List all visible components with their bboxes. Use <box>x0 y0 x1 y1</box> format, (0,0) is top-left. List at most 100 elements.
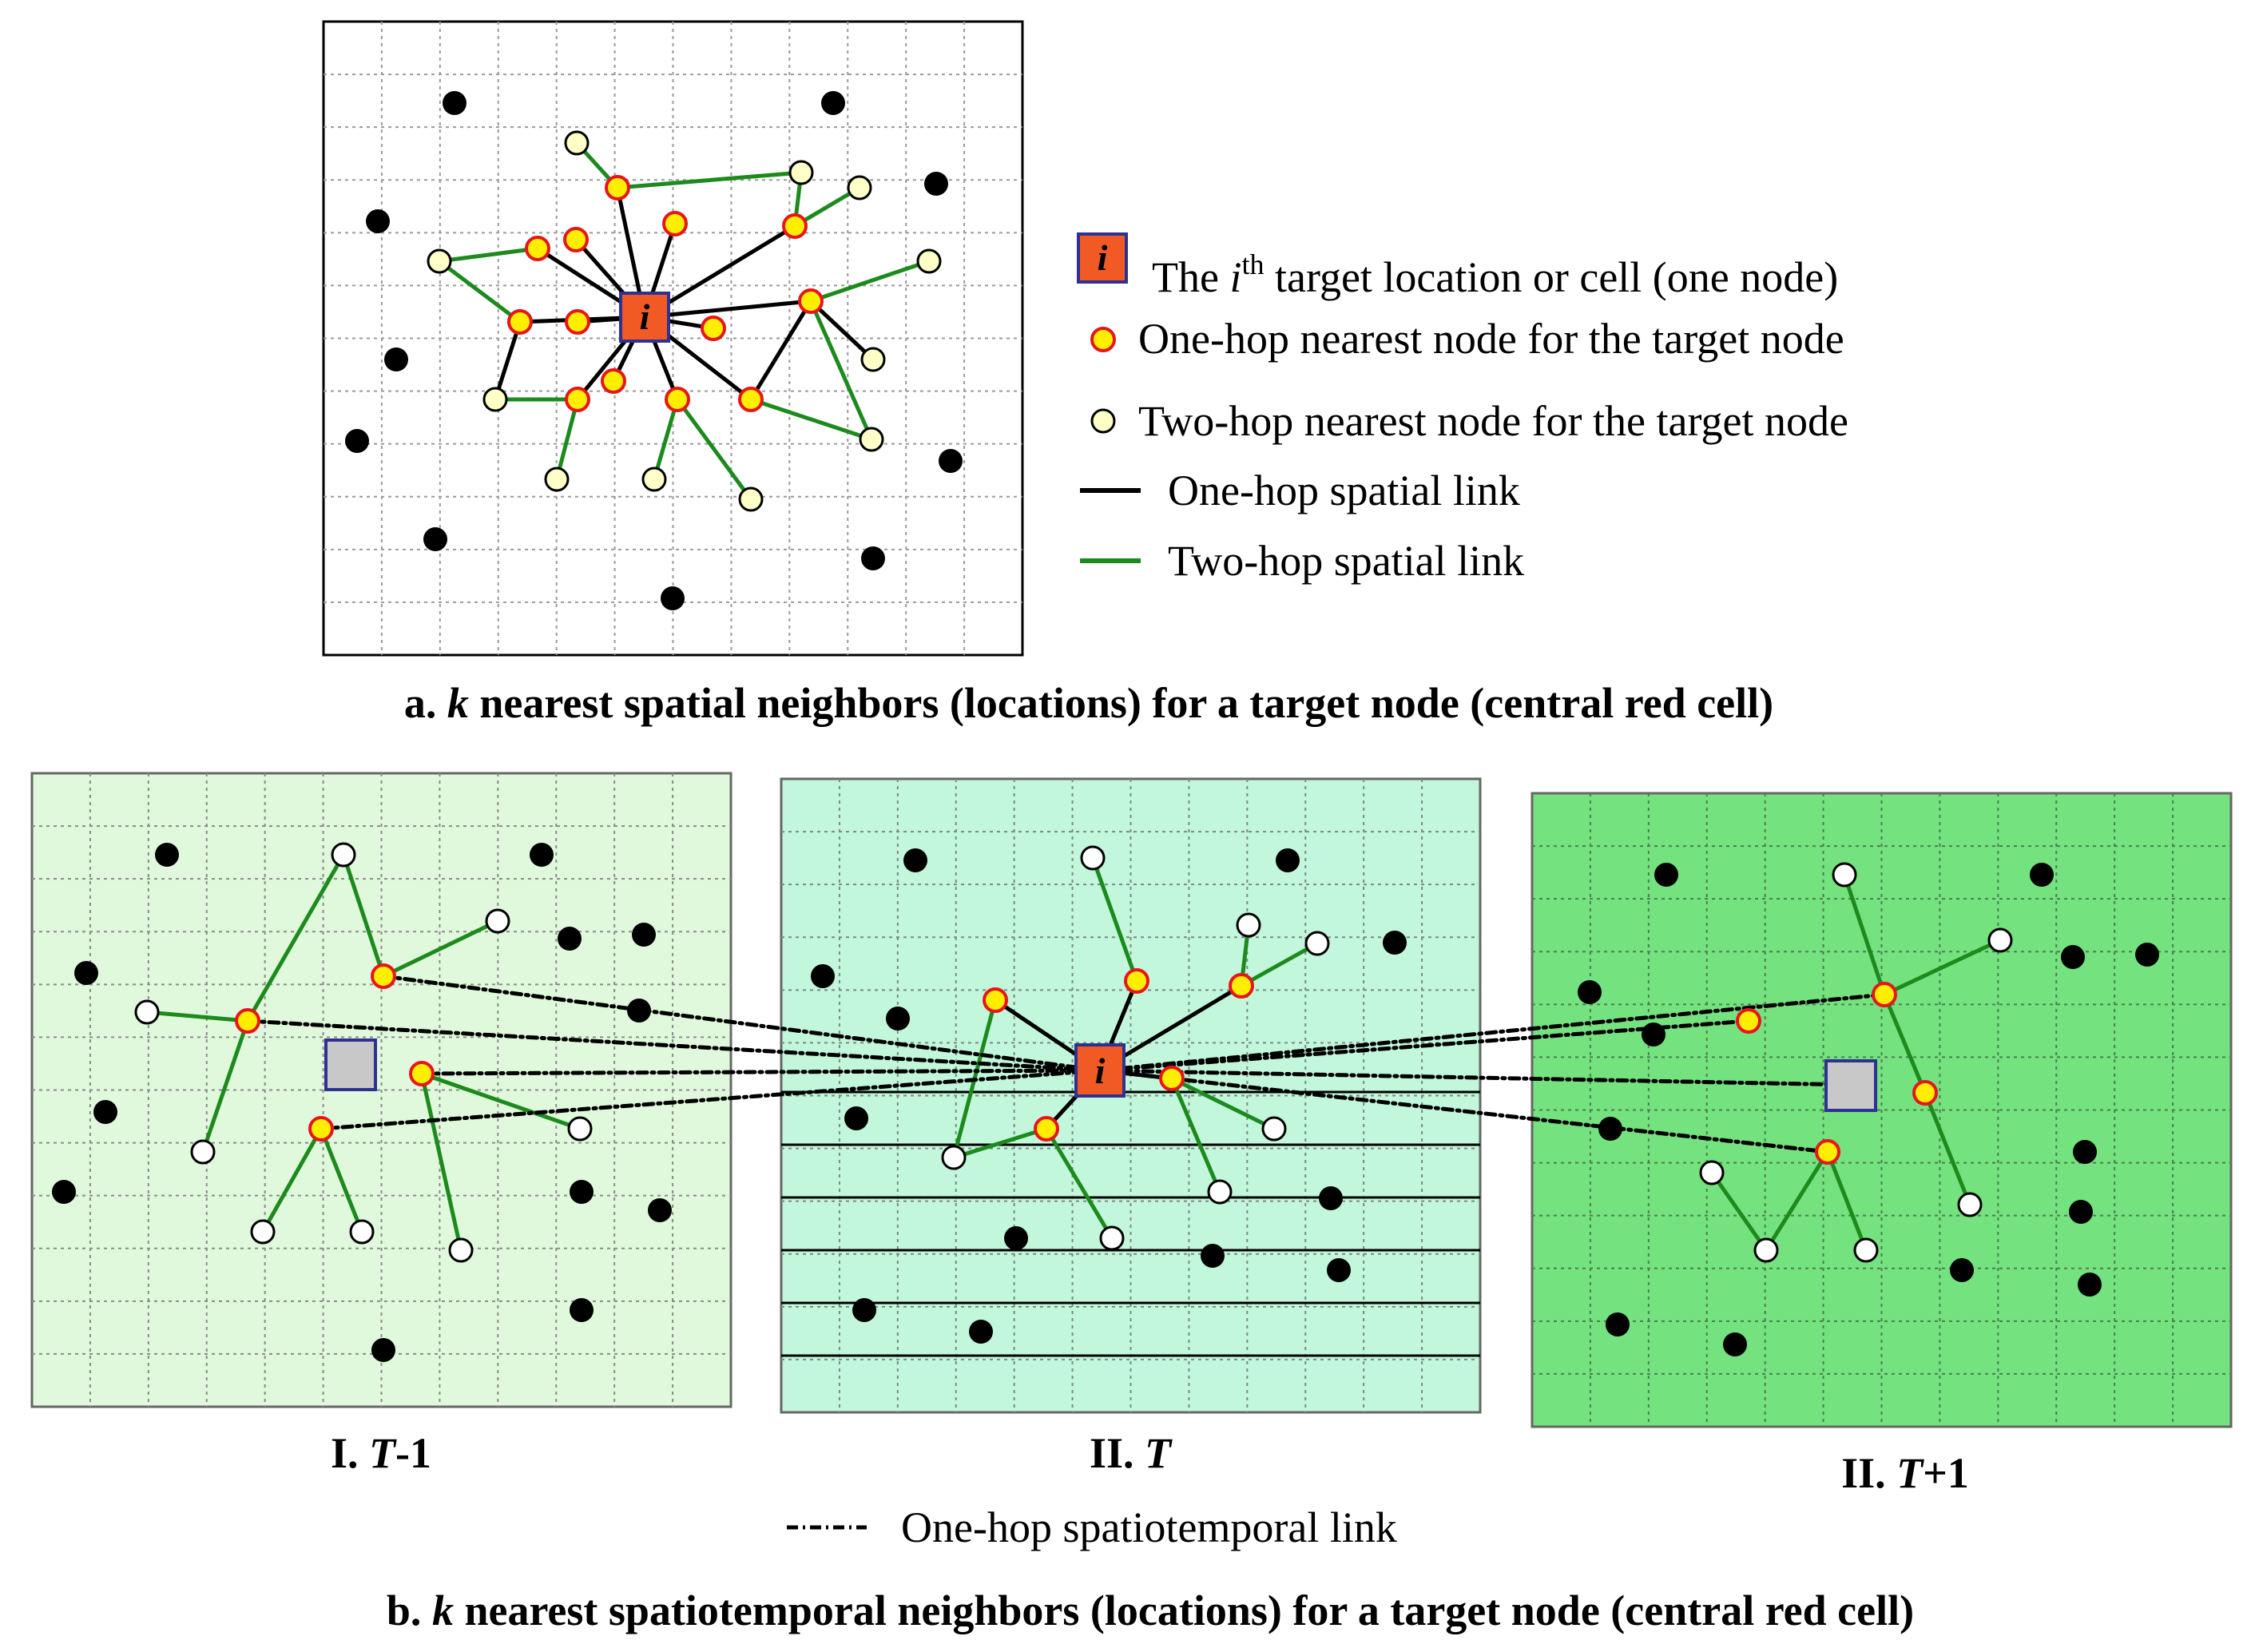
other-node <box>570 1298 594 1322</box>
target-cell-t-label: i <box>1095 1050 1106 1091</box>
legend-one-hop-node-symbol <box>1090 327 1116 352</box>
legend-one-hop-node-text: One-hop nearest node for the target node <box>1138 315 1844 363</box>
panel-a-spatial-graph: i <box>322 20 1024 657</box>
two-hop-spatial-link <box>145 1010 250 1023</box>
one-hop-spatial-link <box>748 299 813 402</box>
legend-two-hop-node-text: Two-hop nearest node for the target node <box>1138 397 1848 445</box>
two-hop-spatial-link <box>554 397 580 482</box>
panel-b-nodes <box>52 842 2159 1362</box>
panel-label-t: II. T <box>1090 1429 1173 1477</box>
one-hop-spatial-link <box>493 320 522 402</box>
two-hop-spatial-link <box>245 852 346 1023</box>
two-hop-spatial-link <box>419 1071 582 1131</box>
one-hop-node <box>371 963 396 989</box>
two-hop-spatial-link <box>381 919 500 979</box>
one-hop-node <box>1159 1066 1185 1091</box>
one-hop-node <box>665 387 690 412</box>
two-hop-node <box>847 175 872 201</box>
other-node <box>1578 980 1602 1004</box>
other-node <box>530 843 554 867</box>
two-hop-node <box>427 248 452 274</box>
one-hop-node <box>601 368 626 394</box>
two-hop-spatial-link <box>1842 872 1887 997</box>
two-hop-node <box>1080 845 1106 871</box>
two-hop-node <box>349 1219 375 1245</box>
one-hop-node <box>525 236 550 261</box>
two-hop-node <box>859 427 884 452</box>
target-cell <box>619 292 670 343</box>
panel-t-plus-1-grid <box>1532 793 2231 1427</box>
panel-a-links <box>437 141 931 502</box>
other-node <box>2030 863 2054 887</box>
one-hop-node <box>983 987 1008 1013</box>
legend-one-hop-link-text: One-hop spatial link <box>1168 467 1520 514</box>
one-hop-node <box>1034 1116 1059 1142</box>
one-hop-node <box>565 387 590 412</box>
other-node <box>384 347 408 371</box>
gray-cell-t-plus-1 <box>1824 1059 1877 1112</box>
panel-label-t-plus-1: II. T+1 <box>1841 1449 1969 1497</box>
two-hop-node <box>482 387 508 412</box>
other-node <box>345 429 369 453</box>
other-node <box>886 1007 910 1031</box>
other-node <box>1606 1312 1630 1336</box>
one-hop-node <box>1229 973 1254 999</box>
legend-item-one-hop-node: One-hop nearest node for the target node <box>1090 315 1844 363</box>
legend-target-text: The ith target location or cell (one nod… <box>1152 248 1838 301</box>
two-hop-node <box>860 347 886 372</box>
one-hop-spatial-link <box>642 299 813 320</box>
one-hop-node <box>507 309 533 335</box>
other-node <box>844 1106 868 1130</box>
legend-item-two-hop-link: Two-hop spatial link <box>1080 537 1524 585</box>
two-hop-node <box>485 908 510 934</box>
two-hop-spatial-link <box>675 397 753 502</box>
other-node <box>1723 1332 1747 1356</box>
one-hop-node <box>1912 1080 1938 1106</box>
other-node <box>1319 1186 1343 1210</box>
two-hop-node <box>1099 1225 1125 1251</box>
other-node <box>2135 943 2159 967</box>
one-hop-node <box>798 288 824 314</box>
other-node <box>443 91 466 115</box>
two-hop-node <box>250 1219 276 1245</box>
legend-target-swatch-label: i <box>1098 237 1108 278</box>
two-hop-spatial-link <box>1882 938 2003 997</box>
two-hop-spatial-link <box>260 1126 324 1234</box>
other-node <box>1383 931 1407 955</box>
two-hop-node <box>564 130 590 156</box>
one-hop-node <box>701 316 726 341</box>
two-hop-node <box>190 1139 216 1165</box>
other-node <box>2061 945 2085 969</box>
one-hop-node <box>409 1061 435 1086</box>
two-hop-node <box>1753 1237 1779 1263</box>
gray-cell-t-minus-1 <box>324 1038 377 1091</box>
two-hop-spatial-link <box>808 259 931 304</box>
legend-target-swatch <box>1077 232 1128 284</box>
other-node <box>1201 1244 1225 1268</box>
panel-t-grid <box>781 779 1480 1412</box>
one-hop-node <box>1736 1008 1761 1034</box>
panel-a-target-cell: i <box>619 292 670 343</box>
other-node <box>1327 1258 1351 1282</box>
one-hop-node <box>662 211 688 236</box>
panel-label-t-minus-1: I. T-1 <box>331 1429 431 1477</box>
other-node <box>861 546 885 570</box>
two-hop-spatial-link <box>1709 1170 1769 1253</box>
two-hop-node <box>738 486 764 512</box>
two-hop-spatial-link <box>1923 1090 1972 1207</box>
two-hop-node <box>1236 912 1261 938</box>
other-node <box>366 209 390 233</box>
other-node <box>74 961 98 985</box>
legend-two-hop-node-symbol <box>1090 408 1116 434</box>
two-hop-spatial-link <box>748 397 874 442</box>
two-hop-spatial-link <box>1044 1126 1114 1241</box>
two-hop-node <box>1957 1192 1983 1217</box>
one-hop-spatial-link <box>808 299 875 362</box>
two-hop-spatial-link <box>652 397 680 482</box>
legend: i The ith target location or cell (one n… <box>1077 232 1848 585</box>
two-hop-spatial-link <box>1239 941 1320 988</box>
other-node <box>570 1180 594 1204</box>
two-hop-spatial-link <box>200 1019 250 1154</box>
one-hop-spatiotemporal-link <box>1098 992 1887 1073</box>
